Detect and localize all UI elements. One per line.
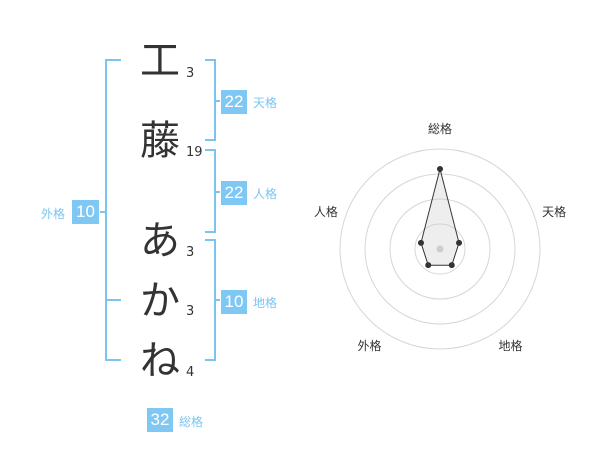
radar-ring-1	[414, 223, 466, 275]
chikaku-label: 地格	[253, 296, 278, 310]
gaikaku-label: 外格	[41, 207, 66, 221]
stroke-count-1: 3	[186, 66, 195, 81]
stroke-count-2: 19	[186, 145, 203, 160]
radar-axis-label-2: 天格	[542, 204, 566, 219]
stroke-count-5: 4	[186, 365, 195, 380]
tenkaku-badge: 22	[221, 90, 247, 114]
radar-axis-label-3: 地格	[498, 338, 522, 353]
radar-point-5	[417, 239, 424, 246]
jinkaku-label: 人格	[253, 187, 278, 201]
radar-ring-4	[339, 148, 541, 350]
name-char-5: ね	[140, 338, 180, 384]
radar-axis-label-5: 人格	[314, 204, 338, 219]
radar-axis-label-4: 外格	[357, 338, 381, 353]
radar-center-dot	[436, 245, 444, 253]
radar-ring-3	[364, 173, 516, 325]
stroke-count-4: 3	[186, 304, 195, 319]
gaikaku-badge: 10	[72, 200, 99, 224]
radar-axis-label-1: 総格	[428, 121, 452, 136]
chikaku-badge: 10	[221, 290, 247, 314]
radar-point-3	[448, 262, 455, 269]
radar-data-polygon	[420, 168, 460, 266]
radar-point-1	[437, 166, 443, 172]
name-char-2: 藤	[140, 118, 180, 164]
gaikaku-bracket	[105, 59, 121, 361]
name-char-1: 工	[140, 38, 180, 84]
radar-ring-2	[389, 198, 491, 300]
radar-point-2	[456, 239, 463, 246]
name-char-4: か	[140, 278, 180, 324]
name-char-3: あ	[140, 218, 180, 264]
radar-point-4	[425, 262, 432, 269]
tenkaku-label: 天格	[253, 96, 278, 110]
jinkaku-badge: 22	[221, 181, 247, 205]
soukaku-label: 総格	[179, 415, 204, 429]
stroke-count-3: 3	[186, 245, 195, 260]
soukaku-badge: 32	[147, 408, 173, 432]
